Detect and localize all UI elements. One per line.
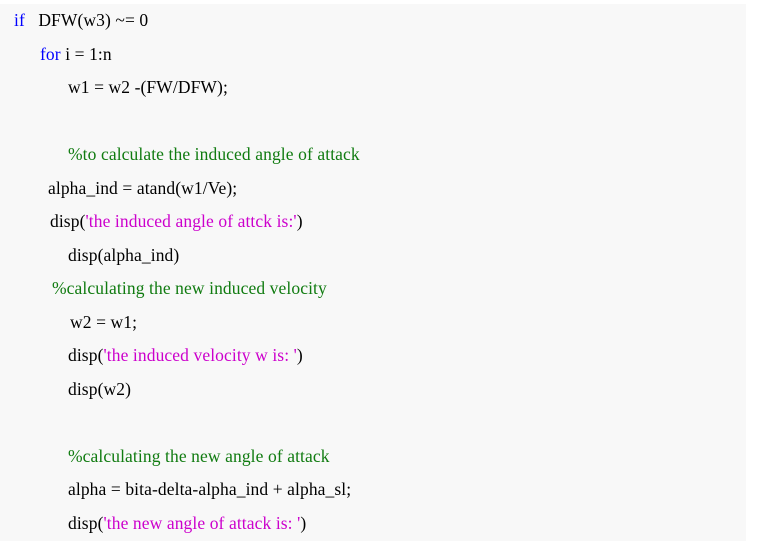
code-token-plain: w2 = w1; xyxy=(70,311,138,332)
code-token-plain: i = 1:n xyxy=(60,43,112,64)
code-line: %calculating the new induced velocity xyxy=(0,272,746,306)
code-token-plain: disp( xyxy=(68,345,104,365)
code-token-plain: w1 = w2 -(FW/DFW); xyxy=(68,77,228,97)
code-token-plain: ) xyxy=(300,512,307,533)
code-line: alpha = bita-delta-alpha_ind + alpha_sl; xyxy=(0,473,746,507)
code-token-plain xyxy=(0,111,4,131)
code-line: %to calculate the induced angle of attac… xyxy=(0,138,746,172)
code-token-plain: disp(alpha_ind) xyxy=(68,244,180,265)
code-token-comment: %calculating the new induced velocity xyxy=(52,278,327,298)
code-line: disp('the induced velocity w is: ') xyxy=(0,339,746,373)
code-line: alpha_ind = atand(w1/Ve); xyxy=(0,172,746,206)
code-token-plain: ) xyxy=(296,211,303,231)
code-line: %calculating the new angle of attack xyxy=(0,440,746,474)
code-token-string: 'the new angle of attack is: ' xyxy=(103,512,301,533)
code-token-plain: disp( xyxy=(68,512,104,533)
code-line: disp(alpha_ind) xyxy=(0,239,746,273)
code-token-plain: disp(w2) xyxy=(68,378,132,399)
code-token-comment: %calculating the new angle of attack xyxy=(68,445,330,466)
code-token-keyword: for xyxy=(40,43,61,64)
code-line: for i = 1:n xyxy=(0,38,746,72)
code-token-string: 'the induced angle of attck is:' xyxy=(85,211,297,231)
code-token-plain: ) xyxy=(296,345,303,365)
code-line: w2 = w1; xyxy=(0,306,746,340)
code-token-plain: DFW(w3) ~= 0 xyxy=(24,10,149,30)
code-line: disp('the new angle of attack is: ') xyxy=(0,507,746,541)
code-line: disp(w2) xyxy=(0,373,746,407)
code-token-comment: %to calculate the induced angle of attac… xyxy=(68,144,360,164)
code-token-plain: alpha = bita-delta-alpha_ind + alpha_sl; xyxy=(68,479,352,499)
code-token-plain: alpha_ind = atand(w1/Ve); xyxy=(48,177,238,198)
code-line: w1 = w2 -(FW/DFW); xyxy=(0,71,746,105)
code-line-blank xyxy=(0,406,746,440)
code-line-blank xyxy=(0,105,746,139)
code-token-string: 'the induced velocity w is: ' xyxy=(103,345,297,365)
code-token-plain: disp( xyxy=(50,211,86,231)
code-line: if DFW(w3) ~= 0 xyxy=(0,4,746,38)
code-token-plain xyxy=(0,412,4,432)
code-token-keyword: if xyxy=(14,10,25,30)
code-line: disp('the induced angle of attck is:') xyxy=(0,205,746,239)
